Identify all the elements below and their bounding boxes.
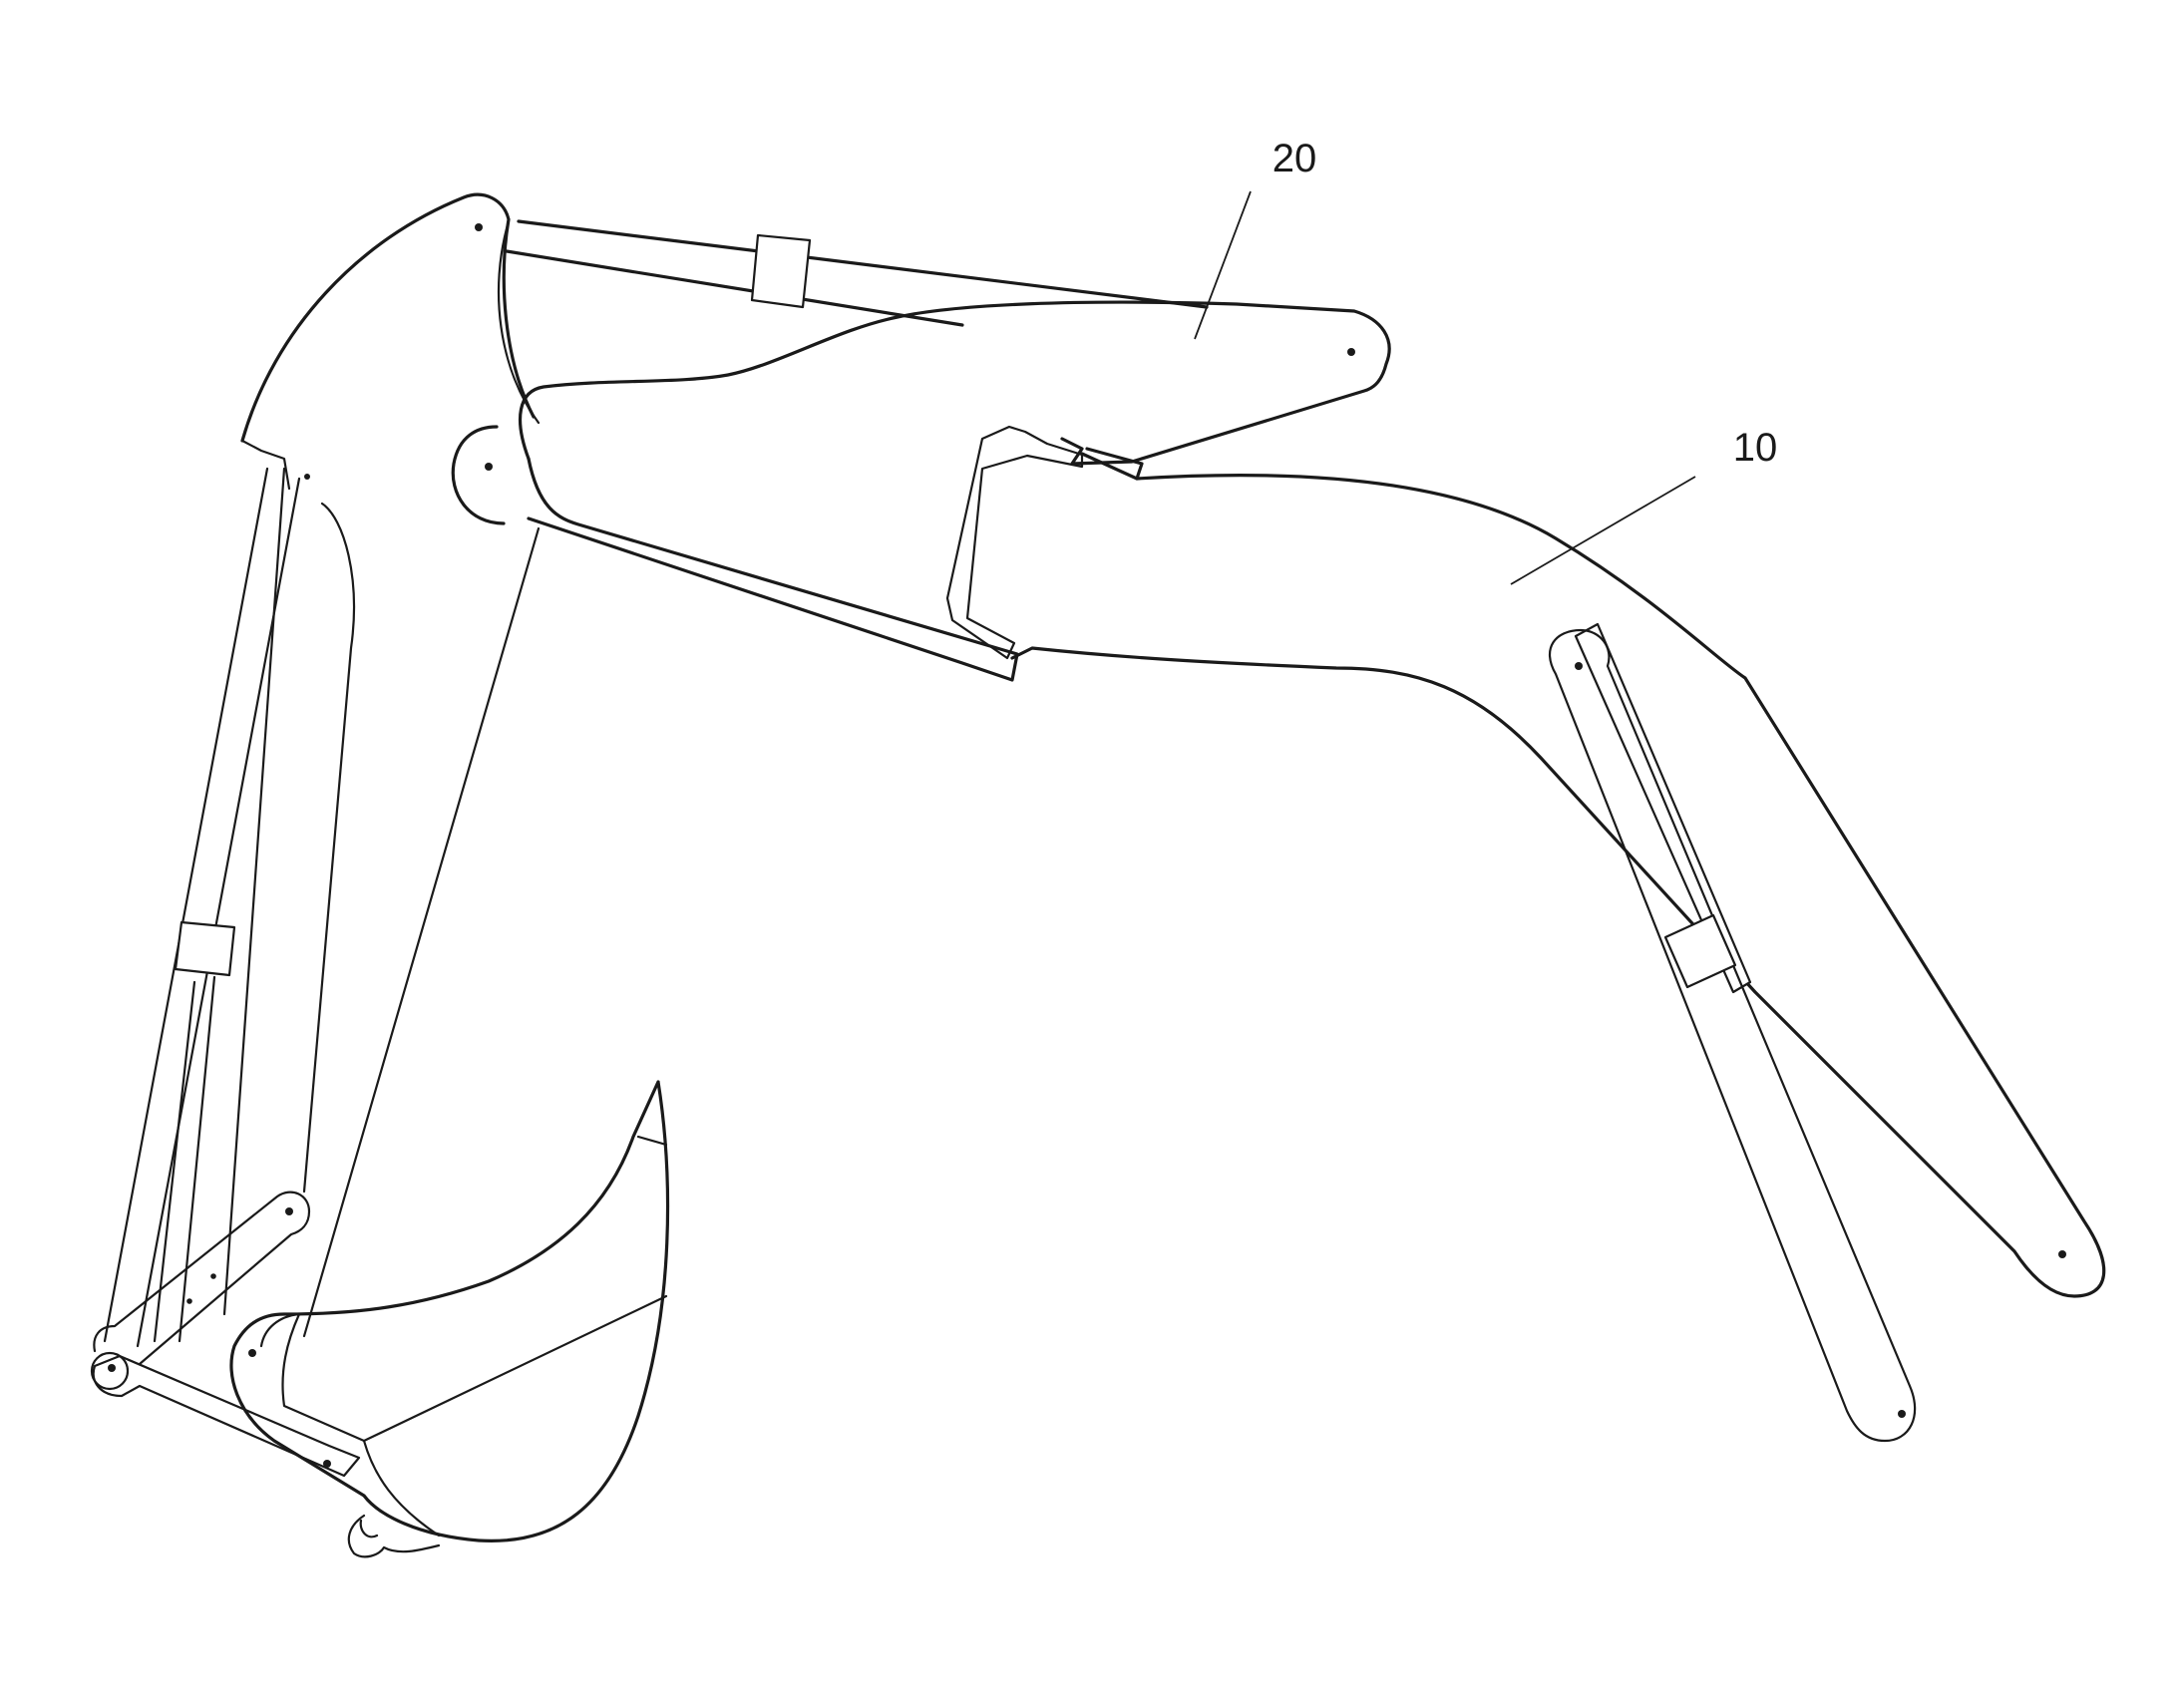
guide-link-mid-pin-a <box>210 1273 216 1279</box>
arm-tip-pin <box>1347 348 1355 356</box>
reference-numeral-boom: 10 <box>1510 426 1778 585</box>
boom-reference-label: 10 <box>1733 426 1778 470</box>
bucket-side-plate <box>281 1312 441 1537</box>
bucket-stick-pin <box>248 1349 256 1357</box>
boom-head-cap <box>1080 447 1144 481</box>
arm-leader-line <box>1194 190 1252 340</box>
stick-small-pin <box>304 474 310 480</box>
guide-link-mid-pin-b <box>186 1298 192 1304</box>
boom-cylinder-gland <box>1663 913 1737 989</box>
bucket-ear <box>259 1312 301 1348</box>
stick-cylinder <box>505 219 1209 327</box>
boom-cylinder-rod-pin <box>1575 662 1583 670</box>
stick-rear-arc <box>497 219 541 425</box>
stick-body-outline <box>240 192 536 443</box>
arm-body-outline <box>519 300 1391 466</box>
bucket-cylinder-line-a <box>103 467 269 1343</box>
boom-cylinder-barrel <box>1549 628 1917 1443</box>
stick-cylinder-rod-top <box>517 219 1209 309</box>
boom-cylinder-base-pin <box>1898 1410 1906 1418</box>
bucket-shell-outline <box>229 1080 670 1543</box>
bucket-cylinder-line-b <box>136 477 301 1348</box>
arm-boom-pin <box>485 463 493 471</box>
boom <box>945 425 2106 1298</box>
arm-pivot-boss <box>451 425 506 525</box>
stick-main-edge <box>302 526 541 1338</box>
bucket-cylinder-line-c <box>178 975 216 1343</box>
bucket-bottom-plate-line <box>362 1294 668 1443</box>
linkage-pivot-boss <box>90 1351 130 1391</box>
arm-lower-edge <box>527 457 1019 682</box>
arm <box>451 300 1391 682</box>
stick <box>222 192 541 1338</box>
bucket-cylinder <box>103 467 301 1348</box>
bucket-link-pin <box>323 1460 331 1468</box>
stick-cylinder-gland <box>750 233 812 309</box>
guide-link <box>93 1191 311 1366</box>
bucket-wear-strip <box>636 1135 668 1147</box>
bucket <box>229 1080 670 1558</box>
bucket-cylinder-line-d <box>153 980 196 1343</box>
linkage-pivot-pin <box>108 1364 116 1372</box>
stick-cylinder-rod-bottom <box>505 249 964 327</box>
boom-leader-line <box>1510 476 1696 585</box>
power-link <box>92 1354 361 1478</box>
boom-foot-pin <box>2058 1250 2066 1258</box>
bucket-cylinder-gland <box>174 920 236 977</box>
stick-front-edge <box>240 439 291 491</box>
bucket-teeth <box>347 1514 441 1558</box>
stick-outer-edge <box>222 467 286 1316</box>
arm-reference-label: 20 <box>1272 137 1317 180</box>
bucket-linkage <box>90 1191 361 1478</box>
guide-link-top-pin <box>285 1207 293 1215</box>
stick-inner-curve <box>302 502 355 1194</box>
boom-head-bracket <box>945 425 1084 660</box>
boom-cylinder <box>1549 622 1917 1443</box>
reference-numeral-arm: 20 <box>1194 137 1317 340</box>
bucket-tooth-tip <box>359 1519 379 1538</box>
boom-body-outline <box>1010 474 2106 1298</box>
boom-cylinder-rod <box>1574 622 1752 994</box>
stick-cylinder-pin <box>475 223 483 231</box>
